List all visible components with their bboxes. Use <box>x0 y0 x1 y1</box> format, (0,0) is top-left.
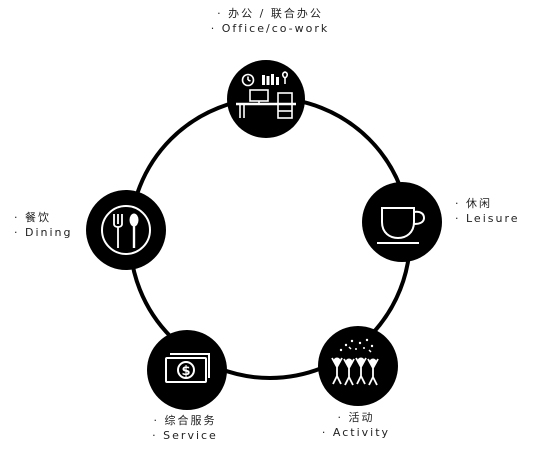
label-dining-en: · Dining <box>14 226 73 239</box>
node-service: $ <box>147 330 227 410</box>
node-leisure-circle <box>362 182 442 262</box>
label-activity-en: · Activity <box>321 426 391 439</box>
node-activity-circle <box>318 326 398 406</box>
fork-spoon-plate-icon <box>101 205 151 255</box>
node-office-circle <box>227 60 305 138</box>
node-service-circle <box>147 330 227 410</box>
node-leisure <box>362 182 442 262</box>
node-dining-circle <box>86 190 166 270</box>
node-office <box>227 60 305 138</box>
label-service: · 综合服务 · Service <box>152 413 218 443</box>
label-dining: · 餐饮 · Dining <box>14 210 73 240</box>
label-leisure-en: · Leisure <box>455 212 520 225</box>
node-dining <box>86 190 166 270</box>
label-office-cn: · 办公 / 联合办公 <box>217 7 323 20</box>
label-dining-cn: · 餐饮 <box>14 211 51 224</box>
label-office-en: · Office/co-work <box>210 22 330 35</box>
dollar-bill-icon: $ <box>165 353 210 383</box>
coffee-cup-icon <box>377 207 426 244</box>
label-activity: · 活动 · Activity <box>322 410 390 440</box>
node-activity <box>318 326 398 406</box>
label-office: · 办公 / 联合办公 · Office/co-work <box>211 6 330 36</box>
label-leisure: · 休闲 · Leisure <box>455 196 520 226</box>
label-leisure-cn: · 休闲 <box>455 197 492 210</box>
label-service-cn: · 综合服务 <box>153 414 217 427</box>
celebration-icon <box>331 338 379 386</box>
svg-text:$: $ <box>181 364 190 379</box>
label-activity-cn: · 活动 <box>337 411 375 424</box>
desk-icon <box>236 71 296 119</box>
label-service-en: · Service <box>152 429 218 442</box>
